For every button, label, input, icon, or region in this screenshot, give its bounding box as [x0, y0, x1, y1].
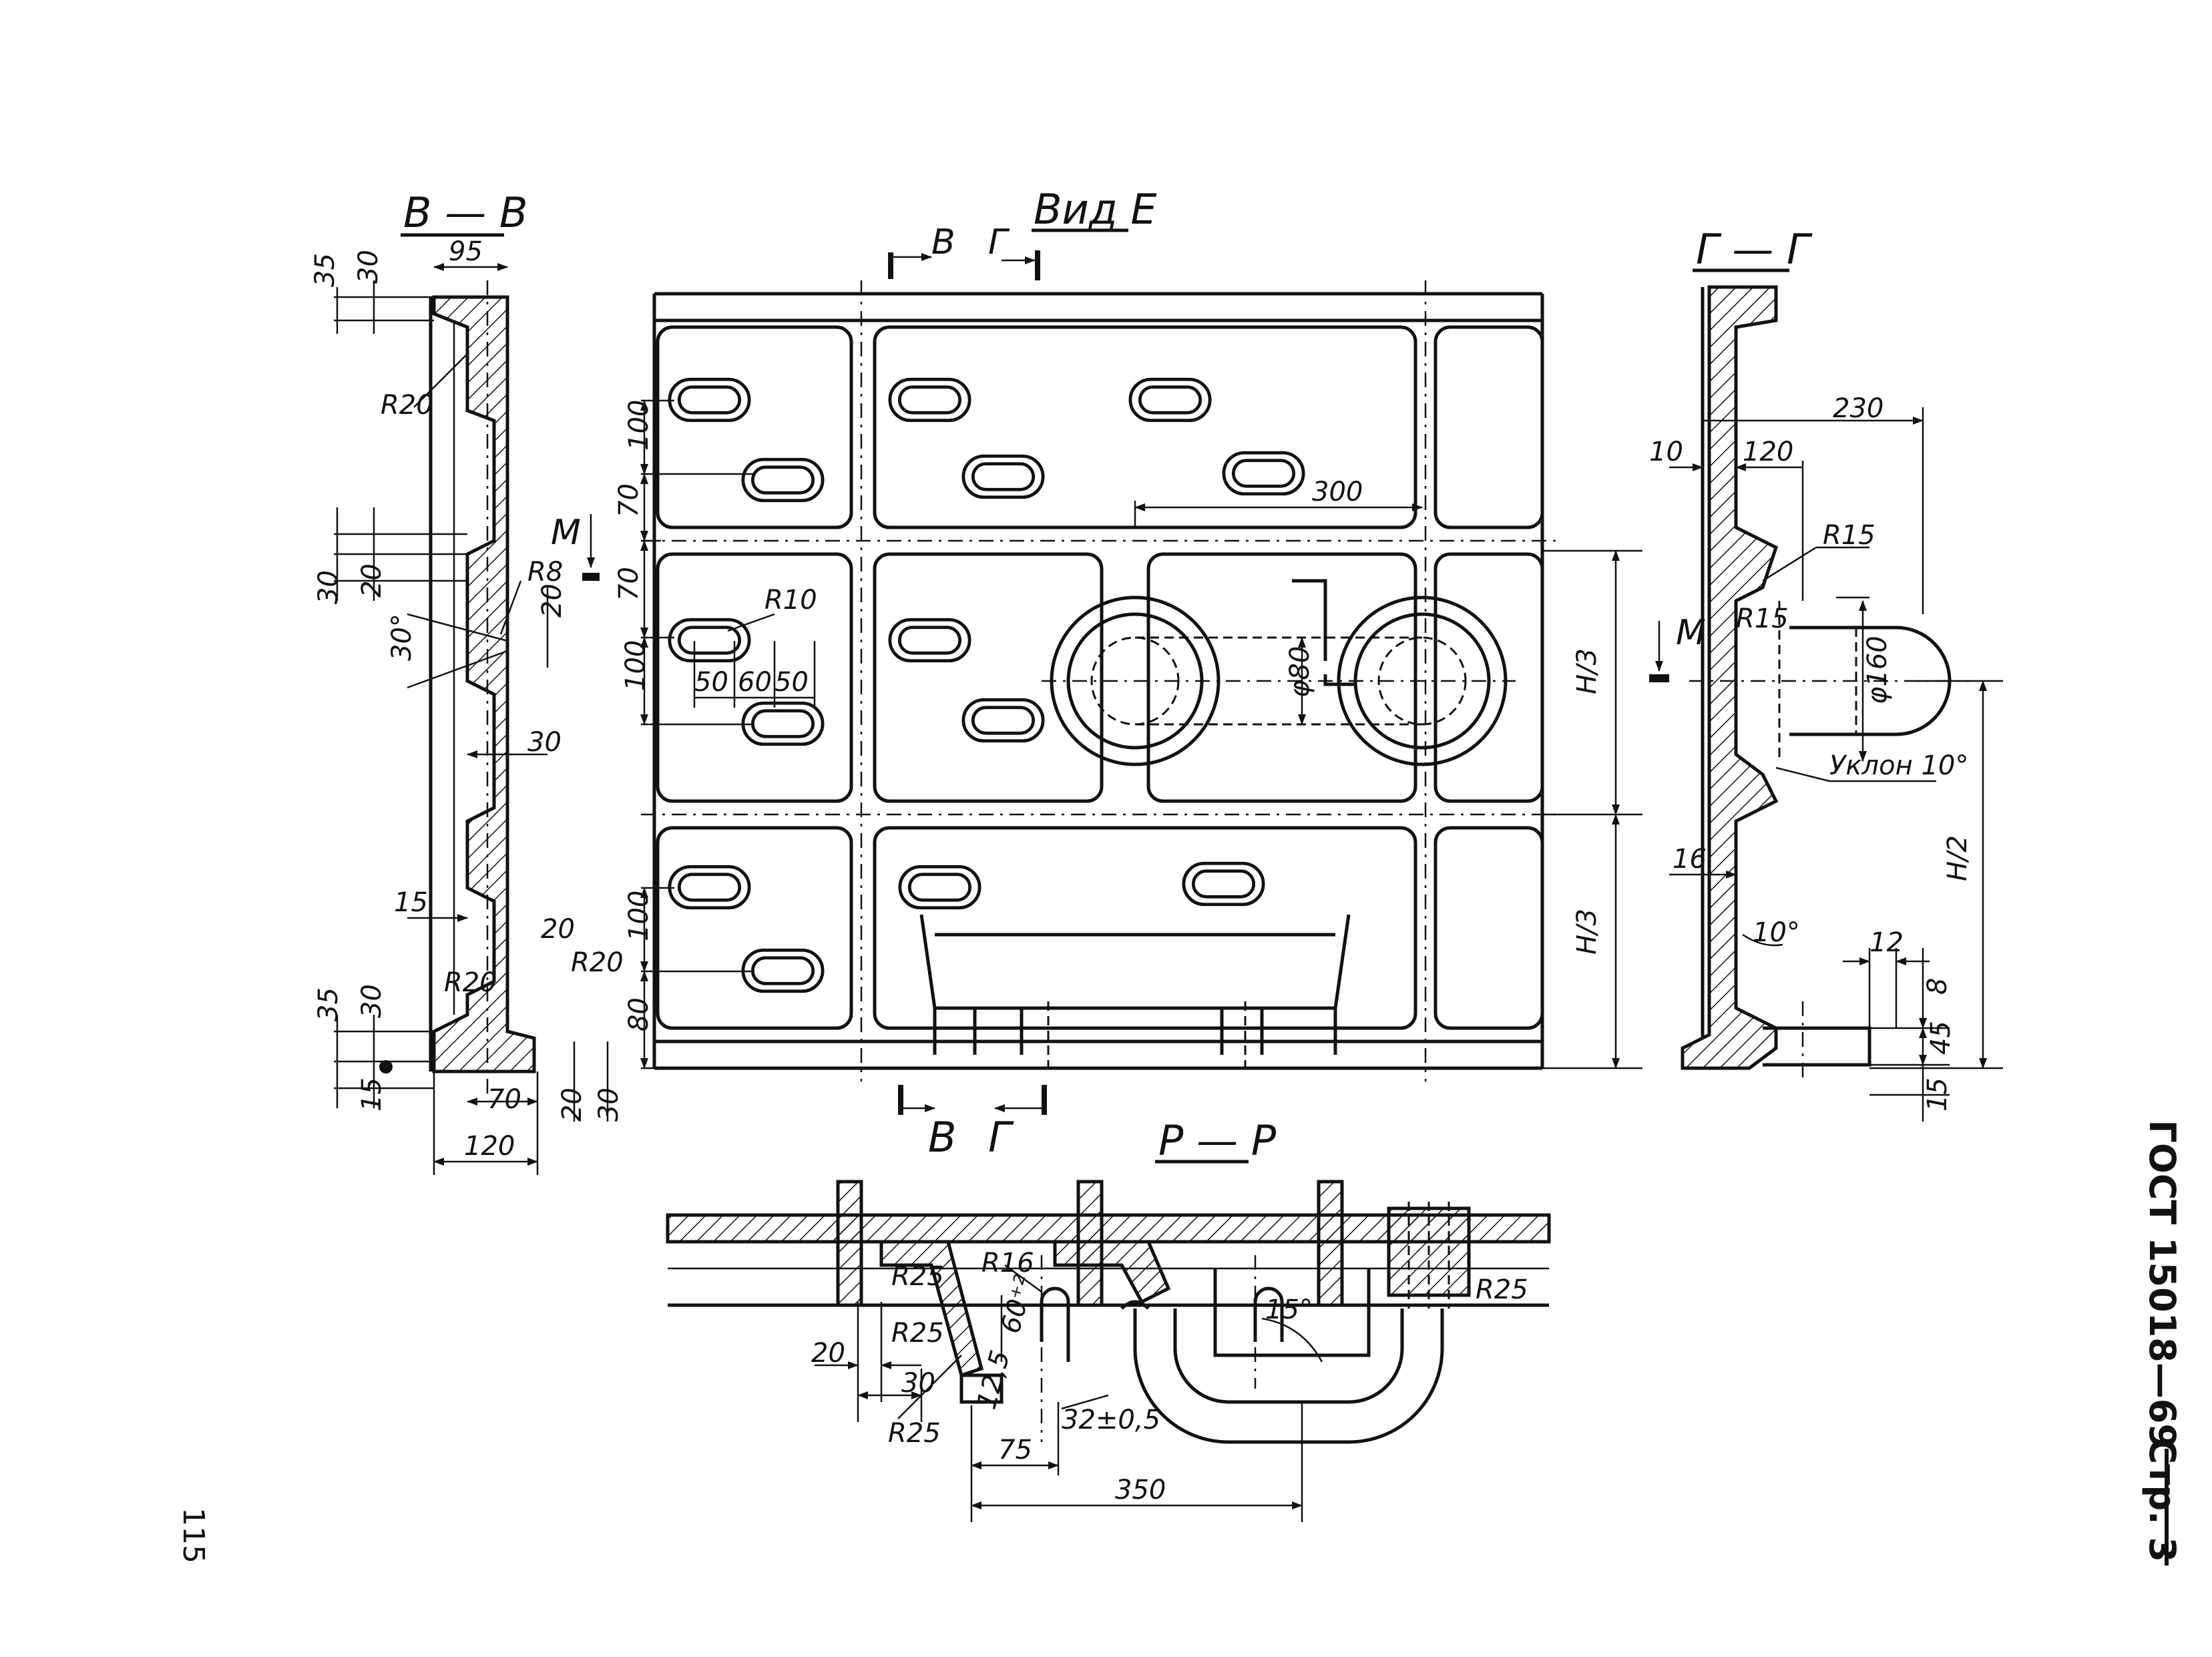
bb-dim-35: 35 — [310, 253, 341, 287]
pp-radius-r25a: R25 — [891, 1261, 944, 1292]
marker-g-bottom: Г — [988, 1113, 1014, 1162]
e-dim-70a: 70 — [614, 483, 644, 517]
view-e-bosses — [1042, 596, 1516, 766]
pp-radius-r16: R16 — [981, 1248, 1034, 1278]
view-e-dimensions — [640, 399, 1642, 1070]
e-radius-r10: R10 — [764, 585, 817, 616]
view-e-cells — [641, 280, 1556, 1082]
section-gg: Г — Г — [1649, 225, 2003, 1122]
pp-dim-75: 75 — [998, 1435, 1032, 1465]
gg-dim-10: 10 — [1649, 437, 1683, 467]
view-e-title: Вид Е — [1034, 185, 1157, 234]
bb-radius-r20-low: R20 — [444, 967, 497, 998]
bb-dim-20-low: 20 — [541, 914, 575, 945]
pp-dim-32: 32±0,5 — [1062, 1405, 1160, 1435]
gg-dim-45: 45 — [1926, 1021, 1956, 1055]
bb-dim-35-low: 35 — [313, 987, 344, 1021]
section-bb-title: В — В — [403, 188, 527, 237]
view-e: Вид Е В Г — [614, 185, 1642, 1162]
e-dim-60: 60 — [738, 667, 772, 698]
gg-dim-phi160: φ160 — [1862, 636, 1893, 704]
marker-m-right-label: М — [1676, 613, 1706, 653]
gg-dim-120: 120 — [1743, 437, 1793, 467]
marker-b-bottom: В — [928, 1113, 957, 1162]
bb-dim-30-low: 30 — [357, 984, 387, 1018]
e-dim-50a: 50 — [694, 667, 728, 698]
pp-radius-r25d: R25 — [1476, 1274, 1528, 1305]
pp-radius-r25b: R25 — [891, 1318, 944, 1349]
gg-slope: Уклон 10° — [1829, 750, 1968, 781]
bb-dim-120: 120 — [464, 1131, 515, 1162]
bb-dim-70: 70 — [487, 1084, 521, 1115]
bb-dim-20-mid: 20 — [357, 563, 387, 598]
page-number: 115 — [176, 1507, 210, 1564]
gg-dim-12: 12 — [1869, 927, 1904, 958]
e-dim-phi80: φ80 — [1285, 646, 1315, 698]
marker-m-left-label: М — [551, 513, 581, 553]
e-dim-70b: 70 — [614, 567, 644, 601]
e-dim-300: 300 — [1312, 477, 1363, 507]
gg-dim-15: 15 — [1922, 1078, 1953, 1112]
pp-radius-r25c: R25 — [888, 1418, 941, 1449]
e-dim-50b: 50 — [775, 667, 809, 698]
section-gg-title: Г — Г — [1696, 225, 1813, 274]
gg-dim-8: 8 — [1922, 978, 1953, 995]
standard-code: ГОСТ 15018—69 — [2141, 1120, 2183, 1449]
gg-angle-10: 10° — [1753, 917, 1800, 948]
marker-b-top: В — [931, 222, 955, 262]
gg-radius-r15b: R15 — [1736, 604, 1789, 634]
e-dim-80: 80 — [624, 997, 654, 1031]
e-dim-h3a: H/3 — [1572, 648, 1602, 694]
section-pp: Р — Р — [666, 1116, 1551, 1522]
pp-dim-30: 30 — [901, 1368, 935, 1399]
bb-dim-20-bottom: 20 — [557, 1088, 588, 1122]
section-markers-bottom: В Г — [898, 1085, 1047, 1162]
bb-radius-r20-right: R20 — [571, 947, 624, 978]
e-dim-100a: 100 — [624, 400, 654, 451]
bb-dim-95: 95 — [449, 236, 483, 267]
section-markers-top: В Г — [888, 222, 1040, 280]
margin-header: ГОСТ 15018—69 Стр. 3 115 — [176, 1120, 2183, 1566]
page-label: Стр. 3 — [2141, 1438, 2183, 1562]
bb-radius-r8: R8 — [527, 557, 563, 587]
bb-angle-30: 30° — [387, 614, 417, 661]
section-pp-title: Р — Р — [1158, 1116, 1277, 1165]
pp-dim-20: 20 — [811, 1338, 845, 1369]
section-bb: В — В — [310, 188, 624, 1175]
gg-dim-h2: H/2 — [1942, 835, 1973, 881]
marker-g-top: Г — [988, 222, 1010, 262]
e-dim-h3b: H/3 — [1572, 909, 1602, 955]
bb-dim-30-mid: 30 — [313, 570, 344, 604]
bb-dim-20-right: 20 — [537, 583, 568, 618]
pp-dim-350: 350 — [1115, 1475, 1166, 1505]
section-marker-m-left: М — [551, 513, 600, 581]
gg-dim-230: 230 — [1833, 393, 1884, 424]
pp-dim-60: 60⁺² — [996, 1272, 1040, 1337]
bb-dimensions — [334, 263, 609, 1175]
bb-dim-30-bottom: 30 — [594, 1088, 624, 1122]
gg-radius-r15a: R15 — [1823, 520, 1875, 551]
bb-radius-r20: R20 — [381, 390, 433, 421]
e-dim-100c: 100 — [624, 891, 654, 941]
bb-dim-30-wall: 30 — [527, 727, 562, 758]
e-dim-100b: 100 — [620, 640, 651, 691]
pp-dimensions — [815, 1264, 1323, 1522]
bb-dim-15: 15 — [394, 887, 428, 918]
gg-dim-16: 16 — [1673, 844, 1707, 875]
section-marker-m-right: М — [1649, 613, 1706, 682]
gg-dimensions — [1669, 407, 2003, 1122]
pp-angle-15: 15° — [1265, 1294, 1313, 1325]
bb-dim-30: 30 — [353, 250, 384, 284]
bb-dim-15-low: 15 — [357, 1078, 387, 1112]
